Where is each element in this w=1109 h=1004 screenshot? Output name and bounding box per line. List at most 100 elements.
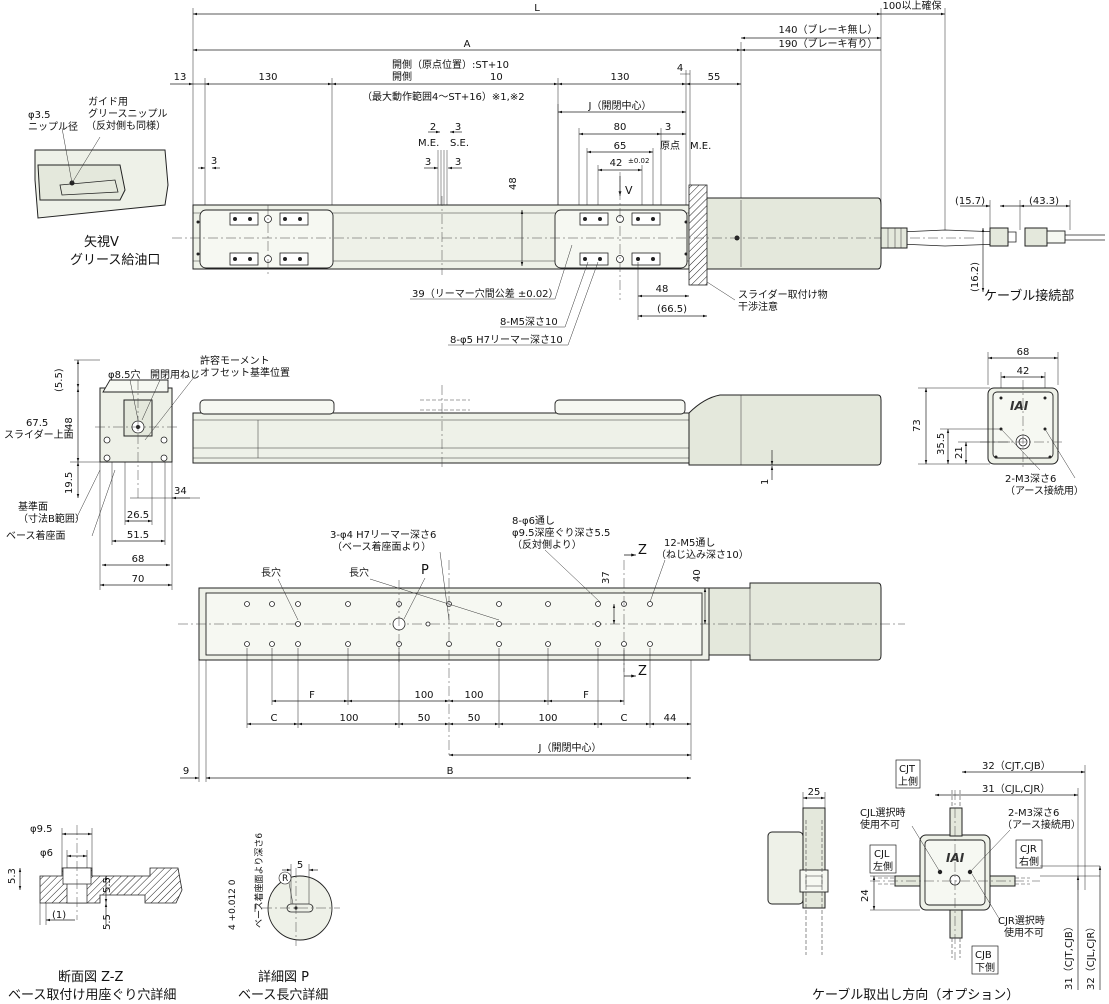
view-v-caption-1: 矢視V [84, 235, 119, 250]
zz-5-5-b: 5.5 [102, 914, 113, 930]
dim-48-h: 48 [656, 284, 669, 295]
dim-2: 2 [430, 122, 436, 133]
cable-conn-caption: ケーブル接続部 [984, 288, 1074, 304]
view-v-caption-2: グリース給油口 [70, 253, 160, 268]
end-m3: 2-M3深さ6 [1005, 473, 1056, 485]
zz-caption-2: ベース取付け用座ぐり穴詳細 [8, 987, 176, 1003]
dim-48-v: 48 [508, 177, 519, 190]
phi3-5: φ3.5 [28, 110, 51, 121]
max-range: （最大動作範囲4～ST+16）※1,※2 [362, 90, 525, 103]
cable-connector: (15.7) (43.3) (16.2) ケーブル接続部 [955, 196, 1105, 304]
zz-phi95: φ9.5 [30, 824, 53, 835]
opt-d25: 25 [808, 787, 821, 798]
dim-19-5: 19.5 [64, 472, 75, 494]
opt-d31v: 31（CJT,CJB） [1063, 921, 1075, 990]
me-mid: M.E. [418, 138, 439, 149]
cjl-side: 左側 [873, 860, 893, 873]
dim-40: 40 [692, 569, 703, 582]
opt-d31: 31（CJL,CJR） [982, 783, 1050, 795]
dim-42: 42 [610, 158, 623, 169]
section-zz: φ9.5 φ6 5.3 5.5 5.5 (1) 断面図 Z-Z ベース取付け用座… [7, 824, 183, 1003]
open-side-home: 開側（原点位置）:ST+10 [392, 58, 509, 71]
p-d4-tol: 4 +0.012 0 [228, 879, 238, 930]
home-label: 原点 [660, 140, 680, 152]
detail-p-marker: P [421, 563, 429, 578]
moment-1: 許容モーメント [200, 354, 270, 367]
end-dim-73: 73 [912, 419, 923, 432]
end-dim-35-5: 35.5 [936, 433, 947, 455]
phi4-1: 3-φ4 H7リーマー深さ6 [330, 529, 436, 541]
d50-a: 50 [418, 713, 431, 724]
dim-37: 37 [601, 571, 612, 584]
dim-1-side: 1 [760, 479, 771, 485]
phi4-2: （ベース着座面より） [332, 540, 431, 553]
dim-26-5: 26.5 [127, 510, 149, 521]
cjl: CJL [874, 849, 890, 860]
cjr-sel-1: CJR選択時 [998, 914, 1045, 927]
guide-2: グリースニップル [88, 107, 168, 120]
zz-phi6: φ6 [40, 848, 53, 859]
open-side-val: 10 [490, 72, 503, 83]
dim-66-5: (66.5) [657, 304, 687, 315]
dim-13: 13 [174, 72, 187, 83]
dim-51-5: 51.5 [127, 530, 149, 541]
slot1: 長穴 [261, 566, 281, 579]
arrow-v: V [625, 184, 633, 197]
phi6-1: 8-φ6通し [512, 515, 555, 527]
slider-note-1: スライダー取付け物 [738, 288, 828, 301]
motor-housing-top [688, 197, 882, 270]
m5-1: 12-M5通し [664, 537, 715, 549]
d9: 9 [183, 766, 189, 777]
callout-phi5: 8-φ5 H7リーマー深さ10 [450, 334, 563, 346]
dim-130-left: 130 [258, 72, 277, 83]
end-dim-42: 42 [1017, 366, 1030, 377]
dim-42-tol: ±0.02 [628, 157, 649, 165]
dim-brake-with: 190（ブレーキ有り） [778, 37, 877, 50]
z-top: Z [638, 543, 647, 558]
base-seat: ベース着座面 [6, 529, 66, 542]
opt-iai-logo: IAI [946, 851, 965, 865]
d100-c: 100 [339, 713, 358, 724]
dim-130-right: 130 [610, 72, 629, 83]
p-depth: ベース着座面より深さ6 [253, 833, 265, 928]
zz-caption-1: 断面図 Z-Z [58, 970, 124, 985]
d44: 44 [664, 713, 677, 724]
end-view: 68 42 IAI 73 35.5 21 2-M3深さ6 （アース接続用） [912, 347, 1084, 497]
dim-3-a: 3 [425, 157, 431, 168]
zz-1: (1) [52, 910, 66, 921]
zz-5-5-a: 5.5 [102, 877, 113, 893]
open-screw: 開閉用ねじ [150, 369, 200, 381]
cjl-sel-2: 使用不可 [860, 818, 900, 831]
se-mid: S.E. [450, 138, 469, 149]
ref-2: （寸法B範囲） [18, 512, 85, 525]
cjr: CJR [1020, 844, 1037, 855]
F1: F [309, 690, 315, 701]
cjb: CJB [975, 950, 992, 961]
m5-2: （ねじ込み深さ10） [656, 549, 749, 561]
phi6-3: （反対側より） [512, 538, 582, 551]
dim-68-side: 68 [132, 554, 145, 565]
detail-p: 5 R 4 +0.012 0 ベース着座面より深さ6 詳細図 P ベース長穴詳細 [228, 833, 340, 1003]
dim-48-side: 48 [64, 417, 75, 430]
cjt-side: 上側 [898, 775, 918, 788]
dim-J-open-center: J（開閉中心） [588, 99, 652, 112]
end-dim-68: 68 [1017, 347, 1030, 358]
me-right: M.E. [690, 141, 711, 152]
d100-d: 100 [538, 713, 557, 724]
p-d5: 5 [297, 860, 303, 871]
cjb-side: 下側 [975, 961, 995, 974]
dim-L: L [534, 3, 540, 14]
view-v: φ3.5 ニップル径 ガイド用 グリースニップル （反対側も同様） 矢視V グリ… [28, 96, 169, 268]
dim-80: 80 [614, 122, 627, 133]
end-dim-21: 21 [954, 446, 965, 459]
open-side: 開側 [392, 70, 412, 83]
phi6-2: φ9.5深座ぐり深さ5.5 [512, 526, 610, 539]
F2: F [583, 690, 589, 701]
dim-A: A [464, 39, 471, 50]
cjt: CJT [899, 764, 916, 775]
dim-70: 70 [132, 574, 145, 585]
dim-clearance: 100以上確保 [882, 0, 941, 12]
side-view: (5.5) φ8.5穴 開閉用ねじ 許容モーメント オフセット基準位置 48 6… [4, 354, 882, 590]
slot2: 長穴 [349, 566, 369, 579]
slider-top-label: スライダー上面 [4, 428, 74, 441]
